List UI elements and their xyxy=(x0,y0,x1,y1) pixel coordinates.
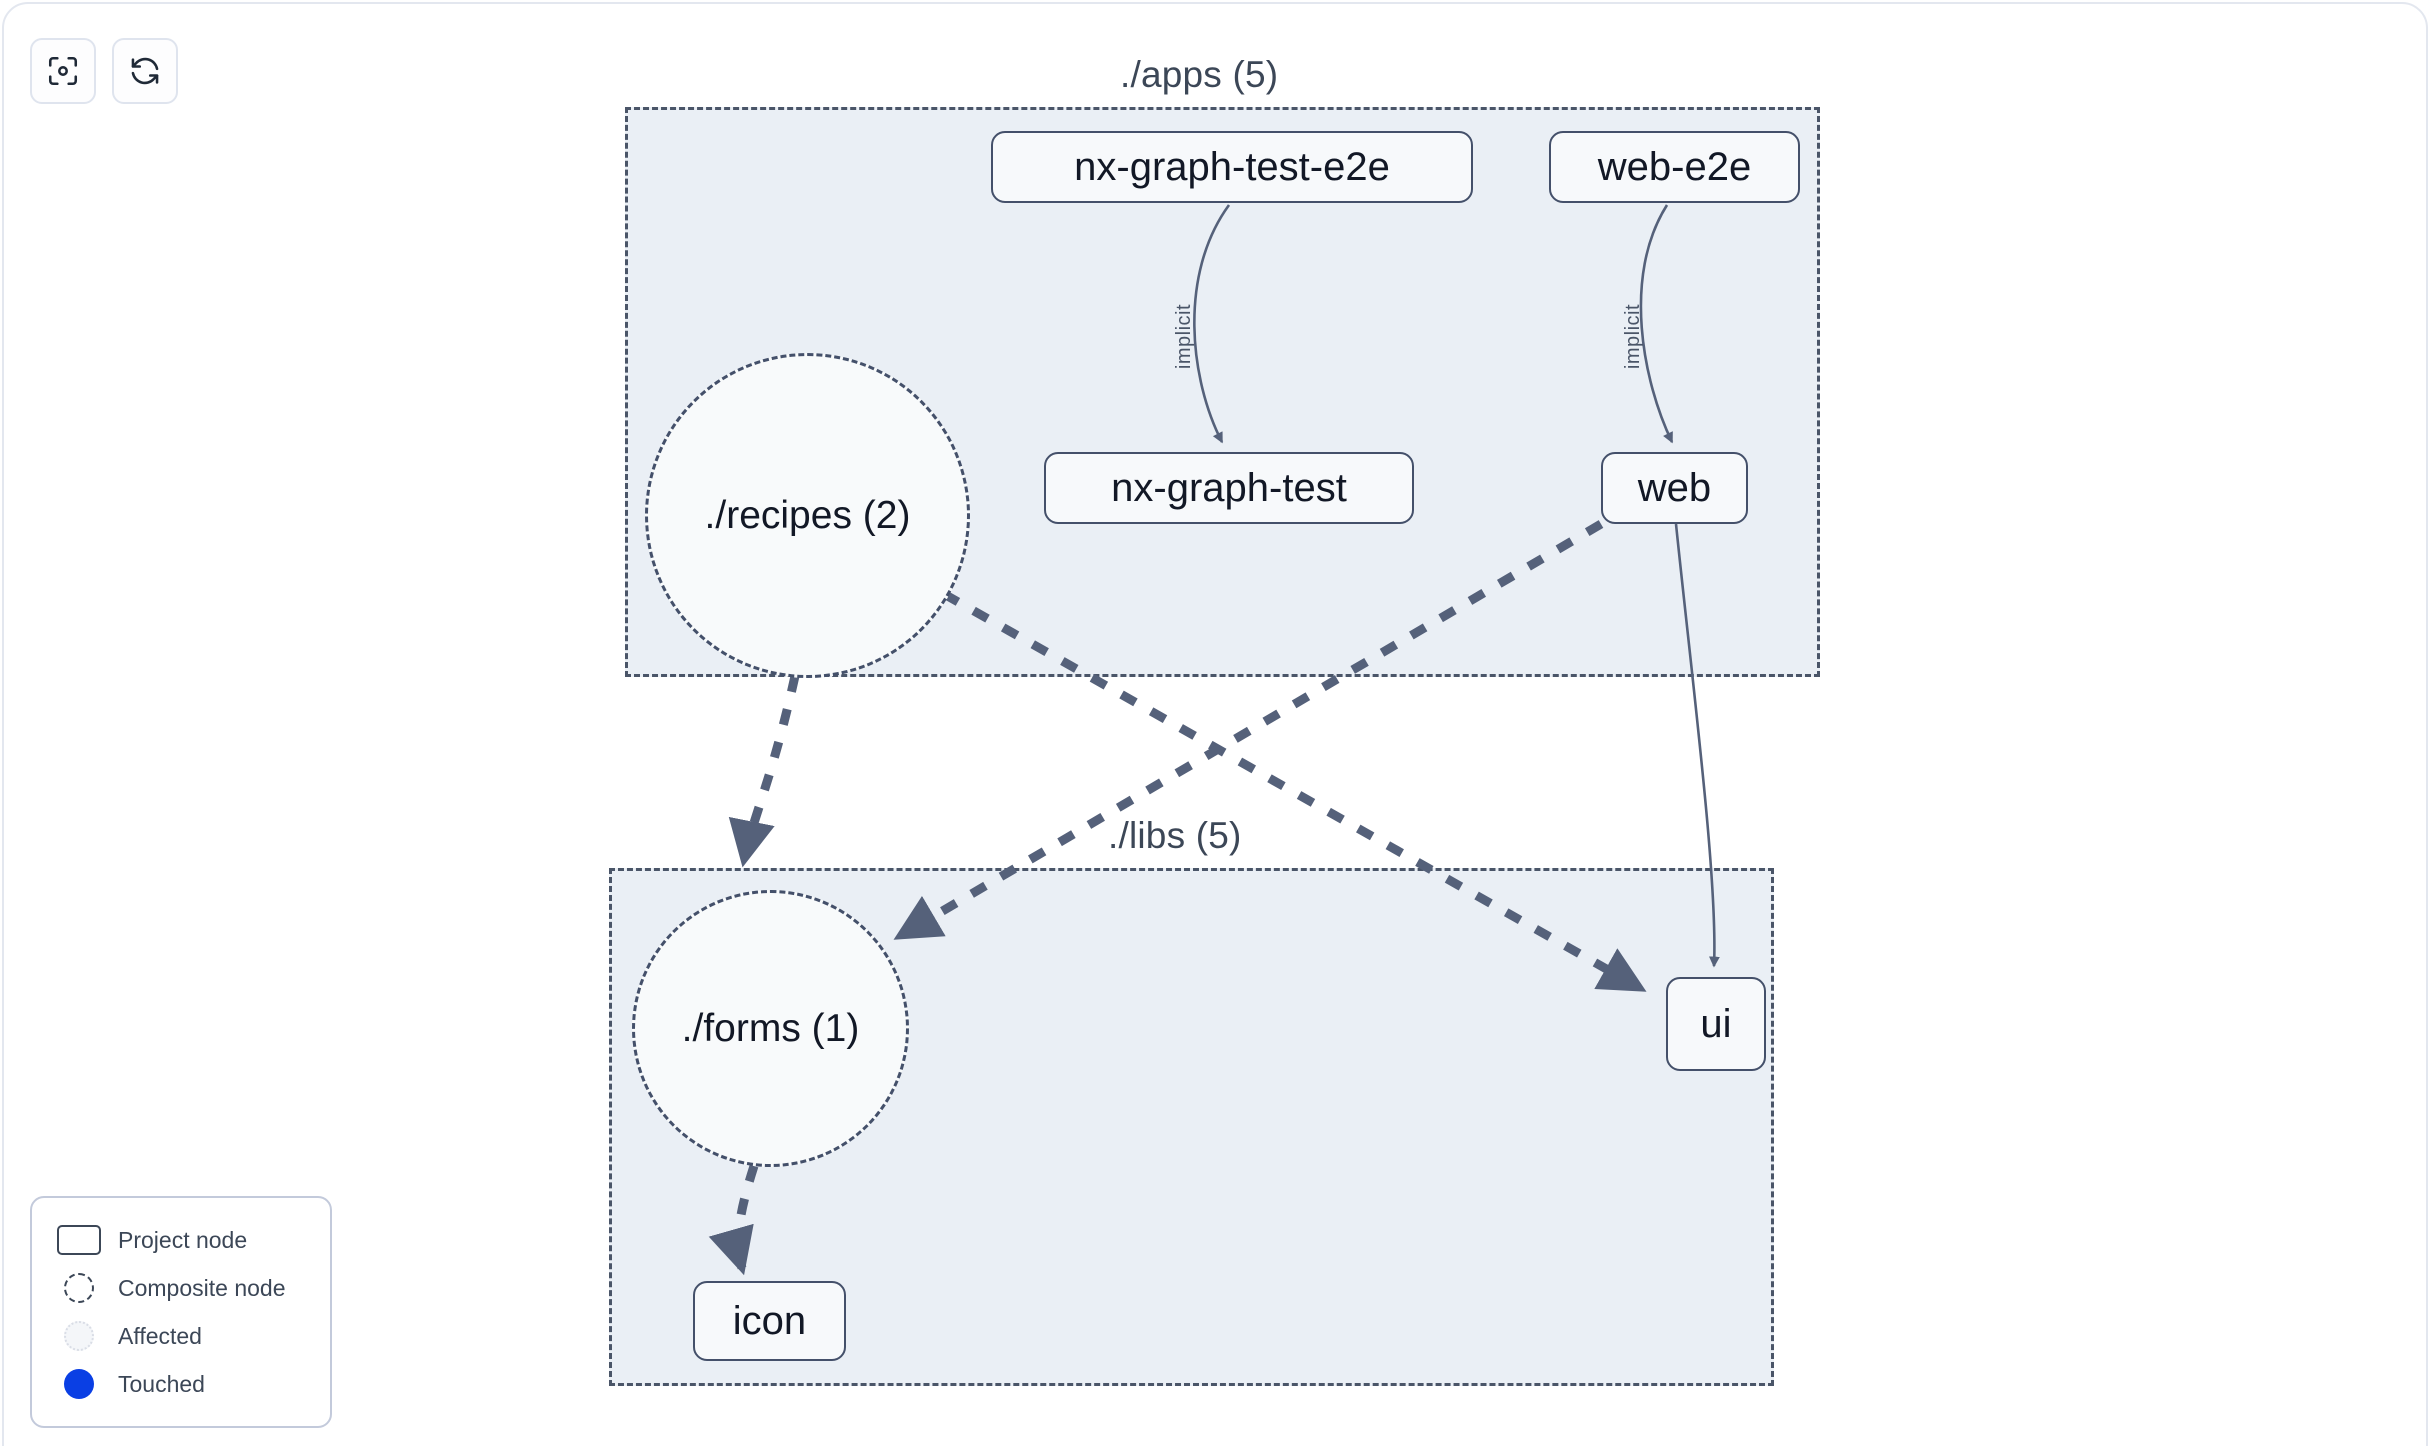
legend-label: Project node xyxy=(118,1226,248,1253)
viewfinder-icon xyxy=(46,54,80,88)
rectangle-outline-icon xyxy=(52,1225,106,1255)
focus-graph-button[interactable] xyxy=(30,38,96,104)
dotted-circle-icon xyxy=(52,1321,106,1351)
legend-item-touched: Touched xyxy=(52,1360,310,1408)
node-recipes[interactable]: ./recipes (2) xyxy=(645,353,970,678)
node-label: nx-graph-test-e2e xyxy=(1074,144,1390,189)
edge-recipes-to-forms xyxy=(728,675,800,868)
node-label: web-e2e xyxy=(1597,144,1752,189)
node-web[interactable]: web xyxy=(1601,452,1748,524)
node-label: ./recipes (2) xyxy=(704,493,911,537)
node-nx-graph-test-e2e[interactable]: nx-graph-test-e2e xyxy=(991,131,1473,203)
legend-label: Affected xyxy=(118,1322,202,1349)
legend-label: Touched xyxy=(118,1370,205,1397)
node-label: ui xyxy=(1700,1001,1732,1046)
group-libs-label: ./libs (5) xyxy=(1098,817,1252,854)
node-ui[interactable]: ui xyxy=(1666,977,1766,1071)
node-forms[interactable]: ./forms (1) xyxy=(632,890,909,1167)
refresh-graph-button[interactable] xyxy=(112,38,178,104)
refresh-icon xyxy=(128,54,162,88)
node-label: ./forms (1) xyxy=(681,1006,860,1050)
graph-toolbar xyxy=(30,38,178,104)
node-label: nx-graph-test xyxy=(1111,465,1347,510)
edge-label-implicit-2: implicit xyxy=(1622,303,1645,370)
node-web-e2e[interactable]: web-e2e xyxy=(1549,131,1800,203)
node-label: web xyxy=(1637,465,1712,510)
graph-legend: Project node Composite node Affected Tou… xyxy=(30,1196,332,1428)
node-label: icon xyxy=(732,1298,807,1343)
node-nx-graph-test[interactable]: nx-graph-test xyxy=(1044,452,1414,524)
legend-item-affected: Affected xyxy=(52,1312,310,1360)
group-apps-label: ./apps (5) xyxy=(1110,56,1289,93)
node-icon[interactable]: icon xyxy=(693,1281,846,1361)
edge-label-implicit-1: implicit xyxy=(1173,303,1196,370)
filled-circle-icon xyxy=(52,1369,106,1399)
legend-label: Composite node xyxy=(118,1274,286,1301)
legend-item-project-node: Project node xyxy=(52,1216,310,1264)
legend-item-composite-node: Composite node xyxy=(52,1264,310,1312)
dashed-circle-icon xyxy=(52,1273,106,1303)
